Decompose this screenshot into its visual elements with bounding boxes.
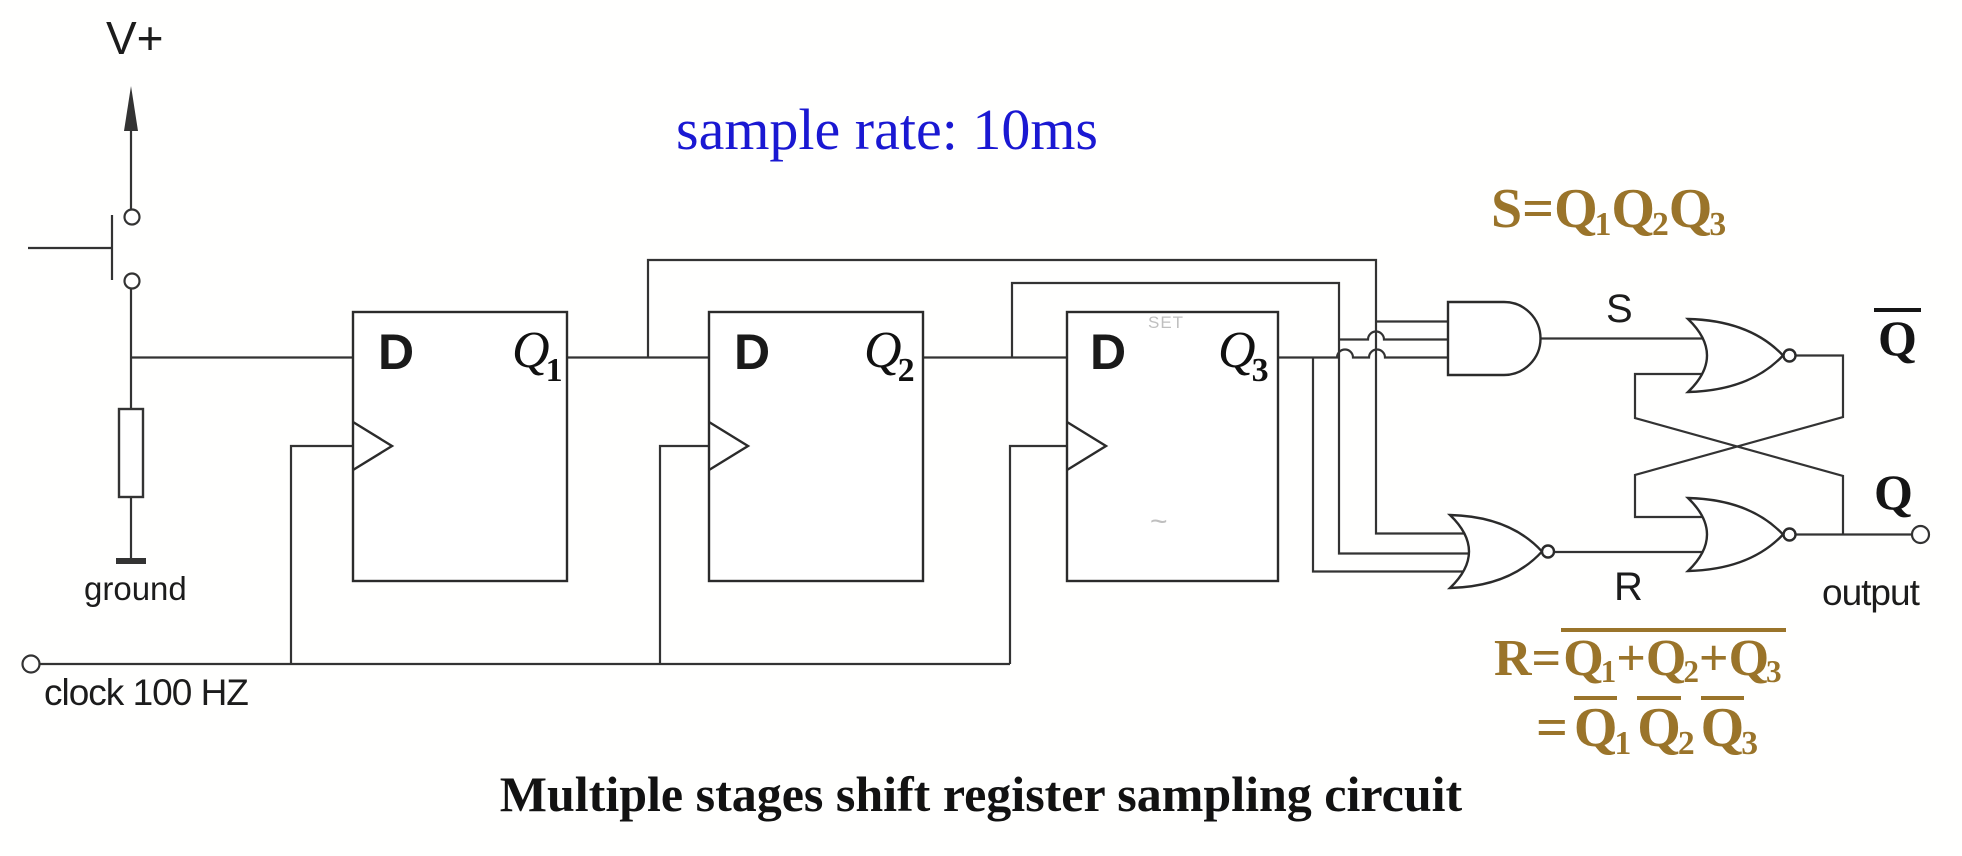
ground-label: ground	[84, 570, 187, 607]
nor-gate-q	[1684, 496, 1785, 573]
flipflop-1-clock-triangle-icon	[352, 420, 395, 472]
nor-gate-r-bubble	[1540, 544, 1556, 559]
nor-gate-s	[1684, 317, 1785, 394]
q-bar-output-label: Q	[1874, 308, 1921, 365]
q2-feedback-wire	[1010, 281, 1472, 555]
clock-branch-ff1	[289, 444, 353, 664]
clock-label: clock 100 HZ	[44, 672, 249, 713]
latch-cross-feedback-bottom	[1633, 372, 1845, 535]
q-output-label: Q	[1874, 464, 1913, 520]
sample-rate-label: sample rate: 10ms	[676, 97, 1099, 162]
q3-to-nor-wire	[1311, 357, 1472, 573]
clock-branch-ff2	[658, 444, 709, 664]
output-terminal	[1910, 524, 1931, 545]
flipflop-2-d-label: D	[734, 324, 771, 380]
r-equation-line1: R=Q1+Q2+Q3	[1494, 628, 1786, 688]
flipflop-2-box	[707, 310, 925, 583]
flipflop-3-q-label: Q3	[1218, 322, 1269, 389]
diagram-title: Multiple stages shift register sampling …	[499, 766, 1463, 822]
r-wire-label: R	[1614, 565, 1643, 609]
clock-terminal	[21, 654, 41, 674]
nor-gate-r	[1446, 513, 1544, 590]
flipflop-1-q-label: Q1	[512, 322, 563, 389]
s-wire-label: S	[1606, 287, 1633, 331]
flipflop-2-q-label: Q2	[864, 322, 915, 389]
flipflop-2-clock-triangle-icon	[708, 420, 751, 472]
vplus-arrowhead-icon	[124, 86, 138, 131]
flipflop-3-clr-mark: ~	[1150, 505, 1168, 538]
vplus-label: V+	[106, 12, 164, 64]
flipflop-3-clock-triangle-icon	[1066, 420, 1109, 472]
q3-to-and-wire	[1278, 348, 1452, 359]
s-equation: S=Q1Q2Q3	[1491, 178, 1727, 244]
flipflop-3-d-label: D	[1090, 324, 1127, 380]
switch-contact-top	[123, 208, 141, 226]
flipflop-1-box	[351, 310, 569, 583]
q2-to-and-wire	[1339, 330, 1452, 341]
switch-contact-bottom	[123, 272, 141, 290]
nor-gate-s-bubble	[1782, 348, 1797, 363]
output-label: output	[1822, 572, 1920, 613]
flipflop-3-box	[1065, 310, 1280, 583]
and-gate	[1446, 300, 1542, 377]
nor-gate-q-bubble	[1782, 527, 1797, 542]
flipflop-3-set-label: SET	[1148, 313, 1185, 332]
resistor	[117, 407, 145, 499]
flipflop-1-d-label: D	[378, 324, 415, 380]
clock-branch-ff3	[1008, 444, 1067, 664]
q1-feedback-wire	[646, 258, 1472, 535]
